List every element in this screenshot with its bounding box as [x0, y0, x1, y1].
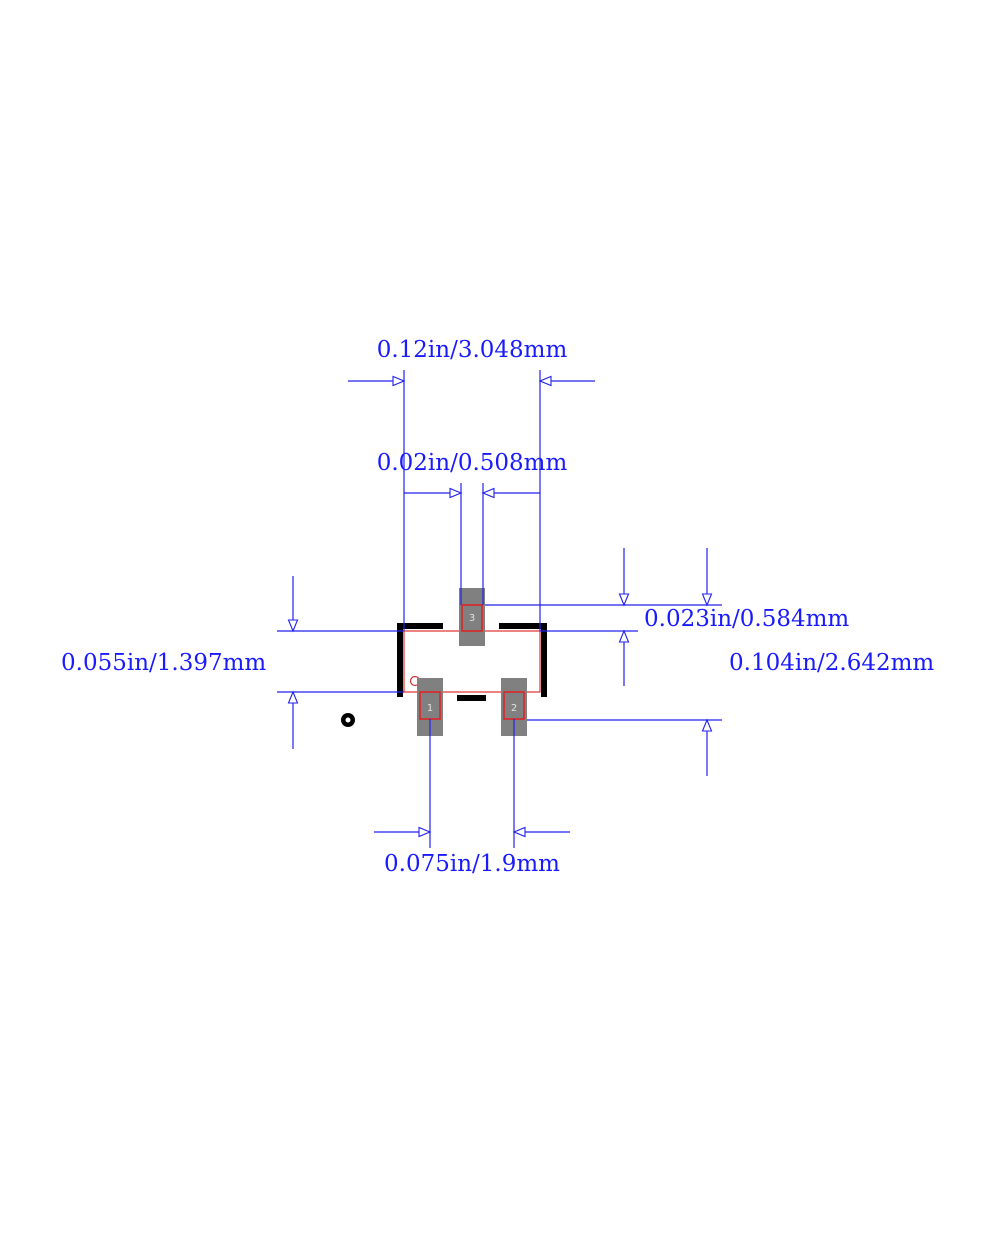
- body-height-label: 0.055in/1.397mm: [61, 650, 266, 676]
- pad-3: 3: [459, 588, 485, 646]
- overall-height-label: 0.104in/2.642mm: [729, 650, 934, 676]
- dimension-pad-pitch: 0.075in/1.9mm: [374, 719, 570, 877]
- dimension-overall-width: 0.12in/3.048mm: [348, 337, 595, 631]
- dimension-overall-height: 0.104in/2.642mm: [527, 548, 934, 776]
- dimension-pad-extension: 0.023in/0.584mm: [485, 548, 849, 686]
- pad-3-label: 3: [469, 613, 475, 624]
- pad-2-label: 2: [511, 703, 517, 714]
- silkscreen-outline: [397, 623, 547, 701]
- overall-width-label: 0.12in/3.048mm: [377, 337, 568, 363]
- pad-1-label: 1: [427, 703, 433, 714]
- pin1-indicator-dot: [341, 713, 355, 727]
- dimension-pad-width: 0.02in/0.508mm: [377, 450, 568, 605]
- pad-width-label: 0.02in/0.508mm: [377, 450, 568, 476]
- dimension-body-height: 0.055in/1.397mm: [61, 576, 404, 749]
- pad-pitch-label: 0.075in/1.9mm: [384, 851, 560, 877]
- pad-extension-label: 0.023in/0.584mm: [644, 606, 849, 632]
